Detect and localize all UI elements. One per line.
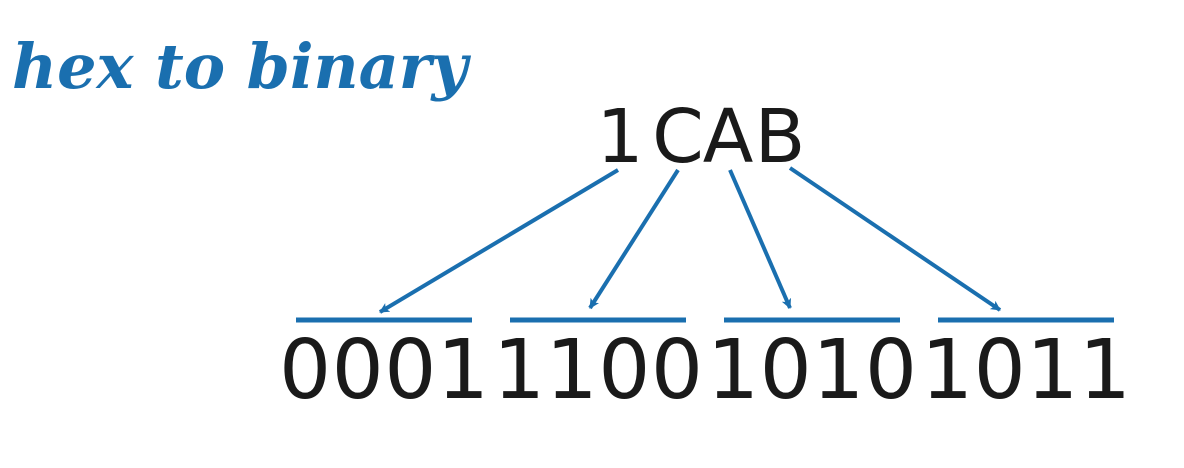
arrow-1 bbox=[378, 168, 620, 314]
mapping-arrows bbox=[378, 166, 1002, 314]
hex-digit-3: A bbox=[703, 94, 754, 180]
arrow-2 bbox=[588, 168, 680, 310]
hex-digit-1: 1 bbox=[596, 94, 643, 180]
binary-group-2: 1100 bbox=[493, 323, 703, 418]
hex-digit-4: B bbox=[755, 94, 806, 180]
binary-group-4: 1011 bbox=[921, 323, 1131, 418]
binary-number: 0001 1100 1010 1011 bbox=[279, 323, 1131, 418]
hex-digit-2: C bbox=[652, 94, 704, 180]
arrow-3 bbox=[728, 169, 792, 309]
arrow-4 bbox=[788, 166, 1002, 312]
binary-group-1: 0001 bbox=[279, 323, 489, 418]
hex-number: 1 C A B bbox=[596, 94, 805, 180]
diagram-title: hex to binary bbox=[12, 30, 471, 103]
binary-group-3: 1010 bbox=[707, 323, 917, 418]
